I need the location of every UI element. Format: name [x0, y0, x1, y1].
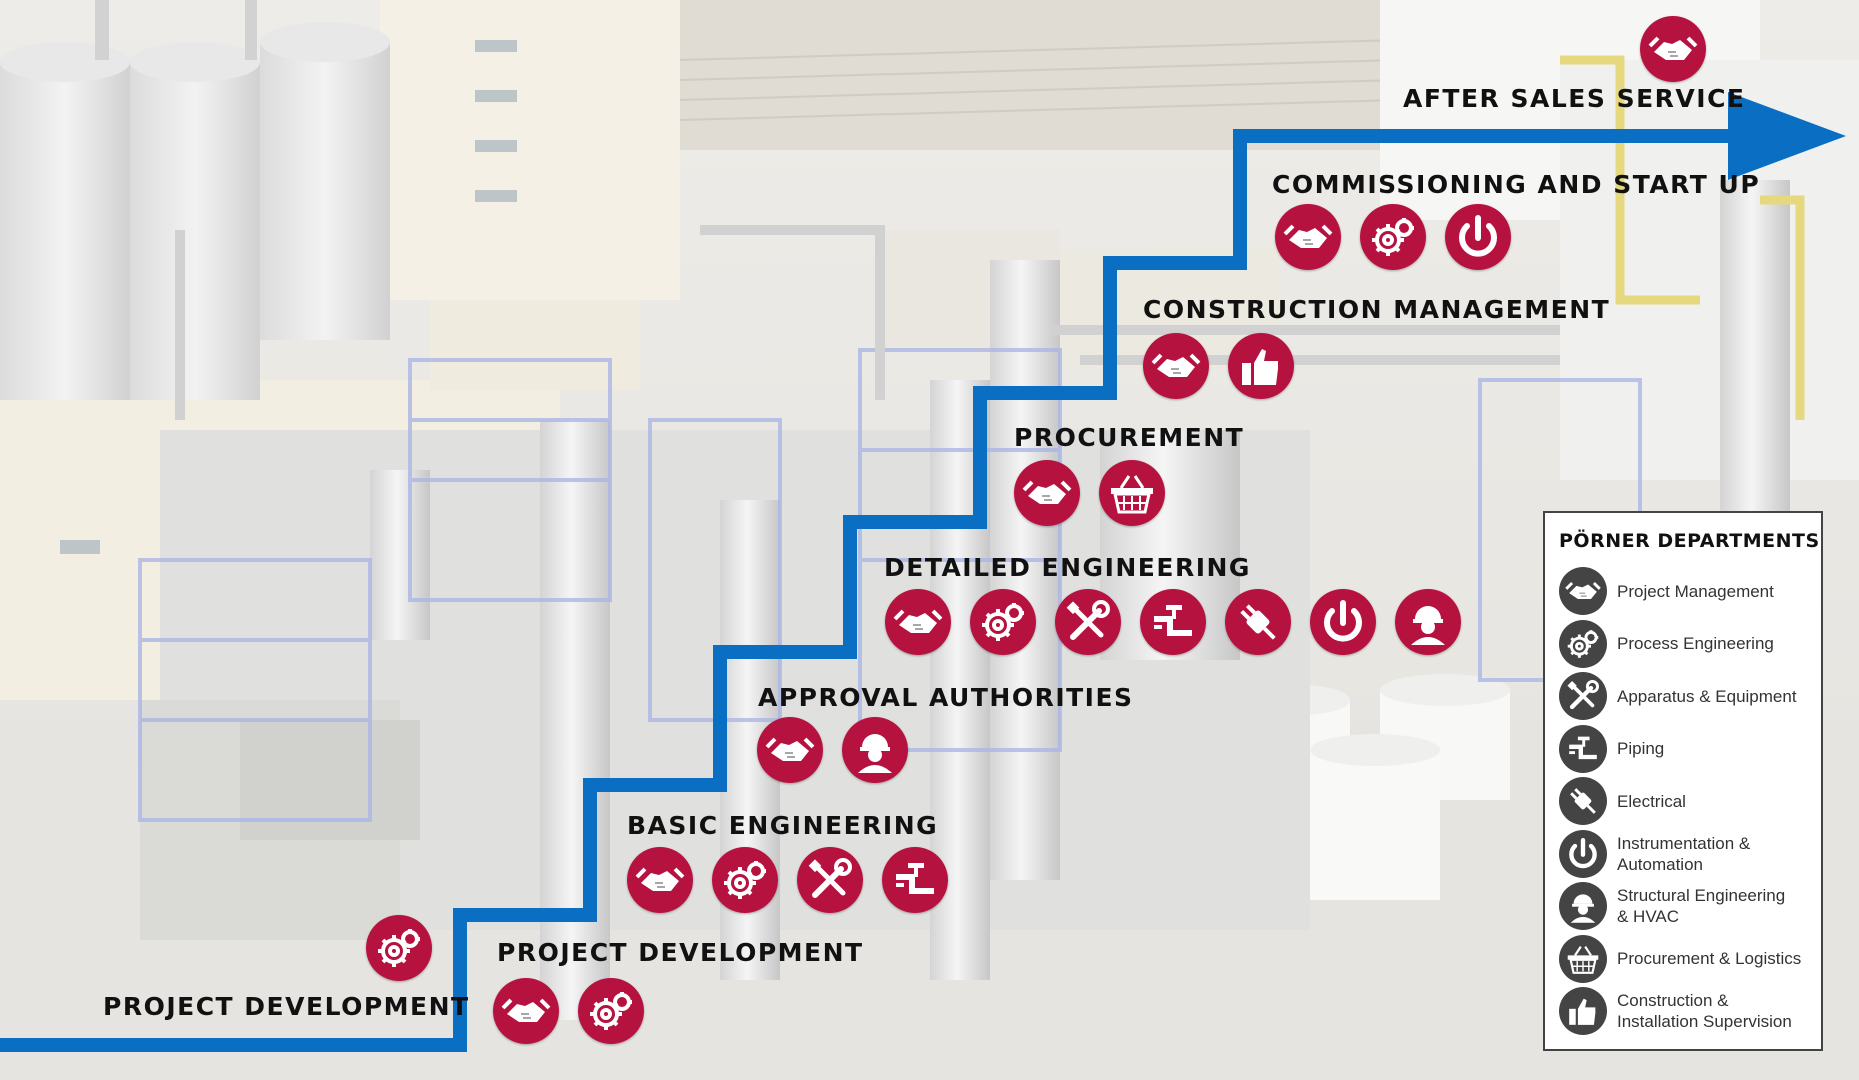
legend-title: PÖRNER DEPARTMENTS [1559, 530, 1820, 552]
project-management-icon [1640, 16, 1706, 82]
project-management-icon [493, 978, 559, 1044]
legend-item-label: Construction & Installation Supervision [1617, 991, 1792, 1031]
legend-item: Instrumentation & Automation [1559, 829, 1821, 882]
project-management-icon [1559, 567, 1607, 615]
project-management-icon [627, 847, 693, 913]
process-engineering-icon [970, 589, 1036, 655]
electrical-icon [1225, 589, 1291, 655]
legend-item: Structural Engineering & HVAC [1559, 882, 1821, 934]
legend-item-label: Structural Engineering & HVAC [1617, 886, 1786, 926]
legend-item-label: Electrical [1617, 791, 1686, 811]
instrumentation-automation-icon [1310, 589, 1376, 655]
process-engineering-icon [1559, 619, 1607, 668]
stage-label: COMMISSIONING AND START UP [1272, 170, 1761, 199]
legend-item: Process Engineering [1559, 619, 1821, 672]
legend-item: Electrical [1559, 777, 1821, 829]
legend-item: Construction & Installation Supervision [1559, 987, 1821, 1039]
legend-item-label: Process Engineering [1617, 634, 1774, 653]
project-management-icon [1014, 460, 1080, 526]
project-management-icon [885, 589, 951, 655]
stage-label: BASIC ENGINEERING [627, 811, 939, 840]
apparatus-equipment-icon [797, 847, 863, 913]
procurement-logistics-icon [1099, 460, 1165, 526]
piping-icon [1559, 724, 1607, 773]
legend-item: Procurement & Logistics [1559, 934, 1821, 987]
stage-label: PROJECT DEVELOPMENT [103, 992, 470, 1021]
stage-label: PROCUREMENT [1014, 423, 1245, 452]
stair-arrow [0, 129, 1750, 1052]
piping-icon [882, 847, 948, 913]
construction-supervision-icon [1228, 333, 1294, 399]
process-engineering-icon [366, 915, 432, 981]
legend-item-label: Procurement & Logistics [1617, 949, 1802, 968]
arrow-head [1728, 92, 1846, 180]
project-management-icon [757, 717, 823, 783]
electrical-icon [1559, 777, 1607, 825]
stage-label: DETAILED ENGINEERING [884, 553, 1251, 582]
instrumentation-automation-icon [1445, 204, 1511, 270]
process-engineering-icon [1360, 204, 1426, 270]
stage-label: APPROVAL AUTHORITIES [758, 683, 1134, 712]
legend-item-label: Piping [1617, 739, 1665, 758]
legend-item: Apparatus & Equipment [1559, 672, 1821, 724]
apparatus-equipment-icon [1055, 589, 1121, 655]
structural-engineering-icon [842, 717, 908, 783]
legend-item-label: Apparatus & Equipment [1617, 686, 1797, 706]
process-engineering-icon [578, 978, 644, 1044]
structural-engineering-icon [1559, 882, 1607, 930]
procurement-logistics-icon [1559, 934, 1607, 983]
structural-engineering-icon [1395, 589, 1461, 655]
instrumentation-automation-icon [1559, 829, 1607, 878]
project-management-icon [1143, 333, 1209, 399]
piping-icon [1140, 589, 1206, 655]
stage-label: AFTER SALES SERVICE [1403, 84, 1746, 113]
stage-label: PROJECT DEVELOPMENT [497, 938, 864, 967]
legend-item: Project Management [1559, 567, 1821, 619]
legend-item-label: Project Management [1617, 581, 1774, 601]
process-engineering-icon [712, 847, 778, 913]
construction-supervision-icon [1559, 987, 1607, 1035]
legend-item: Piping [1559, 724, 1821, 777]
project-management-icon [1275, 204, 1341, 270]
departments-legend: PÖRNER DEPARTMENTS Project Management P [1543, 511, 1823, 1051]
legend-item-label: Instrumentation & Automation [1617, 833, 1751, 874]
stage-label: CONSTRUCTION MANAGEMENT [1143, 295, 1611, 324]
apparatus-equipment-icon [1559, 672, 1607, 720]
